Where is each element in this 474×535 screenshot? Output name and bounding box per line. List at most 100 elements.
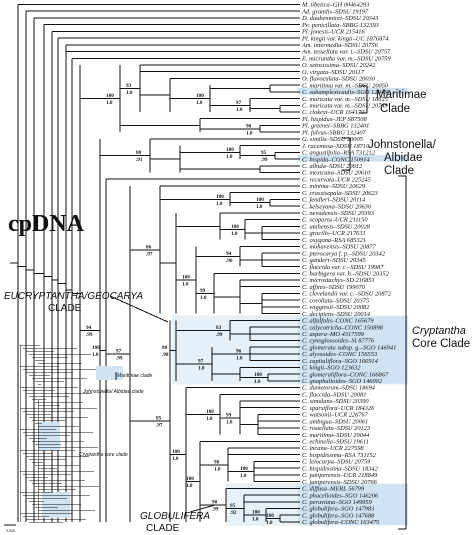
support-bootstrap: 100 xyxy=(252,510,260,516)
taxon-label: C. subamplexicaulis–SGO 129437 xyxy=(302,89,391,96)
taxon-label: J. racemosa–SDSU 18710 xyxy=(302,143,370,150)
svg-text:Core Clade: Core Clade xyxy=(412,338,470,350)
taxon-label: C. phacelioides–SGO 146206 xyxy=(302,492,379,499)
support-posterior: .96 xyxy=(226,258,233,264)
taxon-label: C. gracilis–UCR 217631 xyxy=(302,230,366,237)
svg-text:EUCRYPTANTHA/GEOCARYA: EUCRYPTANTHA/GEOCARYA xyxy=(4,291,143,302)
taxon-label: C. wigginsii–SDSU 20082 xyxy=(302,304,370,311)
taxon-label: E. micrantha var. m.–SDSU 20759 xyxy=(301,55,391,62)
support-bootstrap: 100 xyxy=(254,372,262,378)
support-posterior: 1.0 xyxy=(226,419,233,425)
inset-branches xyxy=(19,344,99,523)
support-posterior: .99 xyxy=(116,355,123,361)
taxon-label: C. glomerata subsp. g.–SGO 146941 xyxy=(302,344,396,351)
taxon-label: C. muricata var. m.–SDSU 18625 xyxy=(302,96,388,103)
support-posterior: 1.0 xyxy=(206,416,213,422)
taxon-label: C. decipiens–SDSU 20014 xyxy=(302,311,371,318)
taxon-label: D. daubenmirei–SDSU 20343 xyxy=(301,15,378,22)
globulifera-clade-label: GLOBULIFERA CLADE xyxy=(140,504,216,534)
support-posterior: 1.0 xyxy=(236,107,243,113)
support-bootstrap: 95 xyxy=(230,503,236,509)
svg-text:Maritimae: Maritimae xyxy=(376,89,426,101)
support-bootstrap: 100 xyxy=(196,93,204,99)
support-posterior: 1.0 xyxy=(252,517,259,523)
support-bootstrap: 100 xyxy=(216,194,224,200)
support-bootstrap: 100 xyxy=(182,275,190,281)
taxon-label: C. recurvata–UCR 225245 xyxy=(302,176,371,183)
taxon-label: C. incana–UCR 227598 xyxy=(302,445,364,452)
support-posterior: 1.0 xyxy=(172,456,179,462)
support-bootstrap: 100 xyxy=(106,93,114,99)
inset-label-johnstonella: Johnstonella/ Albidae clade xyxy=(82,389,144,395)
support-bootstrap: 90 xyxy=(246,123,252,129)
support-bootstrap: 95 xyxy=(261,150,267,156)
taxon-label: C. kelseyana–SDSU 20630 xyxy=(302,203,372,210)
taxon-label: C. barbigera var. b.–SDSU 20352 xyxy=(302,271,390,278)
taxon-label: C. nevadensis–SDSU 20393 xyxy=(302,210,374,217)
taxon-label: C. alfalfalis–CONC 165679 xyxy=(302,318,374,325)
taxon-label: C. minima–SDSU 20629 xyxy=(302,183,366,190)
support-posterior: .99 xyxy=(86,332,93,338)
taxon-label: Pl. fulvus–SBBG 132407 xyxy=(301,129,367,136)
cryptantha-core-clade-label: Cryptantha Core Clade xyxy=(398,175,470,530)
support-posterior: .91 xyxy=(136,157,143,163)
maritimae-clade-label: Maritimae Clade xyxy=(359,85,426,115)
support-posterior: 1.0 xyxy=(226,154,233,160)
support-bootstrap: 98 xyxy=(214,459,220,465)
inset-label-cryptantha-core: Cryptantha core clade xyxy=(79,452,128,458)
svg-text:Cryptantha: Cryptantha xyxy=(412,325,466,337)
support-posterior: 1.0 xyxy=(246,130,253,136)
inset-overview-tree: Maritimae clade Johnstonella/ Albidae cl… xyxy=(4,344,153,533)
taxon-label: C. muricata var. m.–SDSU 20749 xyxy=(302,103,389,110)
svg-text:Clade: Clade xyxy=(380,103,410,115)
support-bootstrap: 97 xyxy=(116,348,122,354)
taxon-label: C. sparsiflora–UCR 184326 xyxy=(302,405,375,412)
support-bootstrap: 96 xyxy=(236,348,242,354)
taxon-label: C. maritima–SDSU 20044 xyxy=(302,432,370,439)
highlight-box xyxy=(298,155,408,162)
support-bootstrap: 100 xyxy=(186,476,194,482)
support-bootstrap: 80 xyxy=(136,150,142,156)
taxon-label: C. ambigua–SDSU 20061 xyxy=(302,418,368,425)
taxon-label: Pl. hispidus–JEP S87508 xyxy=(301,116,367,123)
support-posterior: 1.0 xyxy=(126,90,133,96)
support-bootstrap: 85 xyxy=(156,416,162,422)
taxon-label: C. globulifera–CONC 163475 xyxy=(302,519,379,526)
taxon-label: C. capituliflora–SGO 166914 xyxy=(302,358,379,365)
inset-label-maritimae: Maritimae clade xyxy=(117,373,153,379)
support-bootstrap: 99 xyxy=(200,288,206,294)
taxon-label: C. mexicana–SDSU 20610 xyxy=(302,170,371,177)
taxon-label: Am. tessellata var. t.–SDSU 20757 xyxy=(301,49,391,56)
highlight-boxes xyxy=(172,87,408,526)
taxon-label: C. crassisepala–SDSU 20623 xyxy=(302,190,378,197)
taxon-label: G. similis–SDSU 20005 xyxy=(302,136,363,143)
support-bootstrap: 97 xyxy=(236,100,242,106)
taxon-label: C. globulifera–SGO 147983 xyxy=(302,506,374,513)
taxon-label: C. cynoglossoides–SI 87776 xyxy=(302,338,375,345)
support-posterior: 1.0 xyxy=(186,483,193,489)
svg-text:Johnstonella/: Johnstonella/ xyxy=(368,139,437,151)
taxon-label: C. juniperensis–SDSU 20766 xyxy=(302,479,378,486)
taxon-label: C. oxygona–RSA 685321 xyxy=(302,237,366,244)
highlight-box xyxy=(226,483,408,526)
taxon-label: C. calycotricha–CONC 150898 xyxy=(302,324,384,331)
taxon-label: C. peruviana–SGO 149959 xyxy=(302,499,373,506)
taxon-label: M. tibetica–GH 00464293 xyxy=(301,2,369,9)
taxon-label: C. juniperensis–UCR 218849 xyxy=(302,472,378,479)
support-bootstrap: 100 xyxy=(256,197,264,203)
taxon-label: Am. intermedia–SDSU 20756 xyxy=(301,42,379,49)
taxon-label: C. simulans–SDSU 20390 xyxy=(302,398,369,405)
support-bootstrap: 83 xyxy=(216,325,222,331)
taxon-label: C. ganderi–SDSU 20345 xyxy=(302,257,366,264)
taxon-label: Pl. kingii var. kingii–UC 1876874 xyxy=(301,35,389,42)
taxon-label: Ad. grandis–SDSU 19197 xyxy=(301,8,369,15)
inset-scale-label: 0.005 xyxy=(6,529,15,533)
support-posterior: .97 xyxy=(146,251,153,257)
support-posterior: 1.0 xyxy=(198,366,205,372)
support-posterior: 1.0 xyxy=(256,204,263,210)
support-posterior: 1.0 xyxy=(196,100,203,106)
taxon-label: C. globulifera–SGO 147688 xyxy=(302,512,375,519)
taxon-label: C. affinis–SDSU 199070 xyxy=(302,284,366,291)
